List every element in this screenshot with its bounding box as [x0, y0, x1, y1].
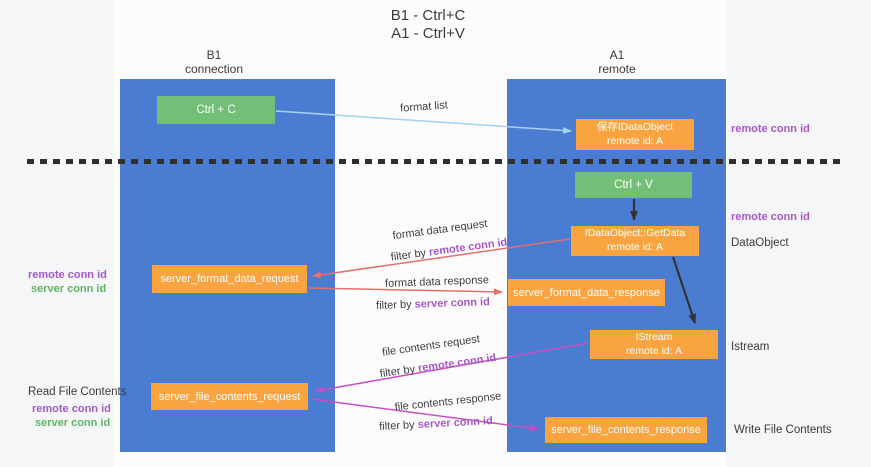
left-server-conn-id-2: server conn id — [35, 417, 111, 429]
lifeline-right-role: remote — [598, 62, 636, 76]
dataobject-label: DataObject — [731, 237, 789, 249]
read-file-contents-label: Read File Contents — [28, 386, 127, 398]
server-format-data-request-box: server_format_data_request — [152, 265, 307, 293]
istream-box: IStream remote id: A — [590, 330, 718, 359]
diagram-title-line1: B1 - Ctrl+C — [390, 7, 466, 24]
diagram-title-line2: A1 - Ctrl+V — [391, 25, 465, 42]
ctrl-v-box: Ctrl + V — [575, 172, 692, 198]
save-idataobject-label: 保存IDataObject — [596, 120, 674, 133]
lifeline-left-role: connection — [184, 62, 244, 76]
getdata-label: IDataObject::GetData — [584, 227, 686, 240]
getdata-remote-id: remote id: A — [606, 241, 663, 253]
server-file-contents-request-box: server_file_contents_request — [151, 383, 308, 410]
phase-separator-dashed-line — [27, 159, 840, 164]
idataobject-getdata-box: IDataObject::GetData remote id: A — [571, 226, 699, 256]
save-idataobject-box: 保存IDataObject remote id: A — [576, 119, 694, 150]
filter-by-text: filter by — [378, 419, 415, 433]
ctrl-c-box: Ctrl + C — [157, 96, 275, 124]
left-server-conn-id-1: server conn id — [31, 283, 107, 295]
left-remote-conn-id-1: remote conn id — [28, 269, 107, 281]
istream-label: IStream — [635, 330, 673, 343]
lifeline-left-name: B1 — [206, 48, 222, 62]
right-remote-conn-id-top: remote conn id — [731, 123, 810, 135]
write-file-contents-label: Write File Contents — [734, 424, 832, 436]
left-remote-conn-id-2: remote conn id — [32, 403, 111, 415]
save-idataobject-remote-id: remote id: A — [606, 134, 663, 147]
lifeline-right-name: A1 — [609, 48, 625, 62]
right-remote-conn-id-mid: remote conn id — [731, 211, 810, 223]
istream-remote-id: remote id: A — [625, 344, 683, 357]
filter-by-text: filter by — [375, 298, 412, 312]
server-file-contents-response-box: server_file_contents_response — [545, 417, 707, 443]
server-format-data-response-box: server_format_data_response — [508, 279, 665, 306]
istream-side-label: Istream — [731, 341, 770, 353]
